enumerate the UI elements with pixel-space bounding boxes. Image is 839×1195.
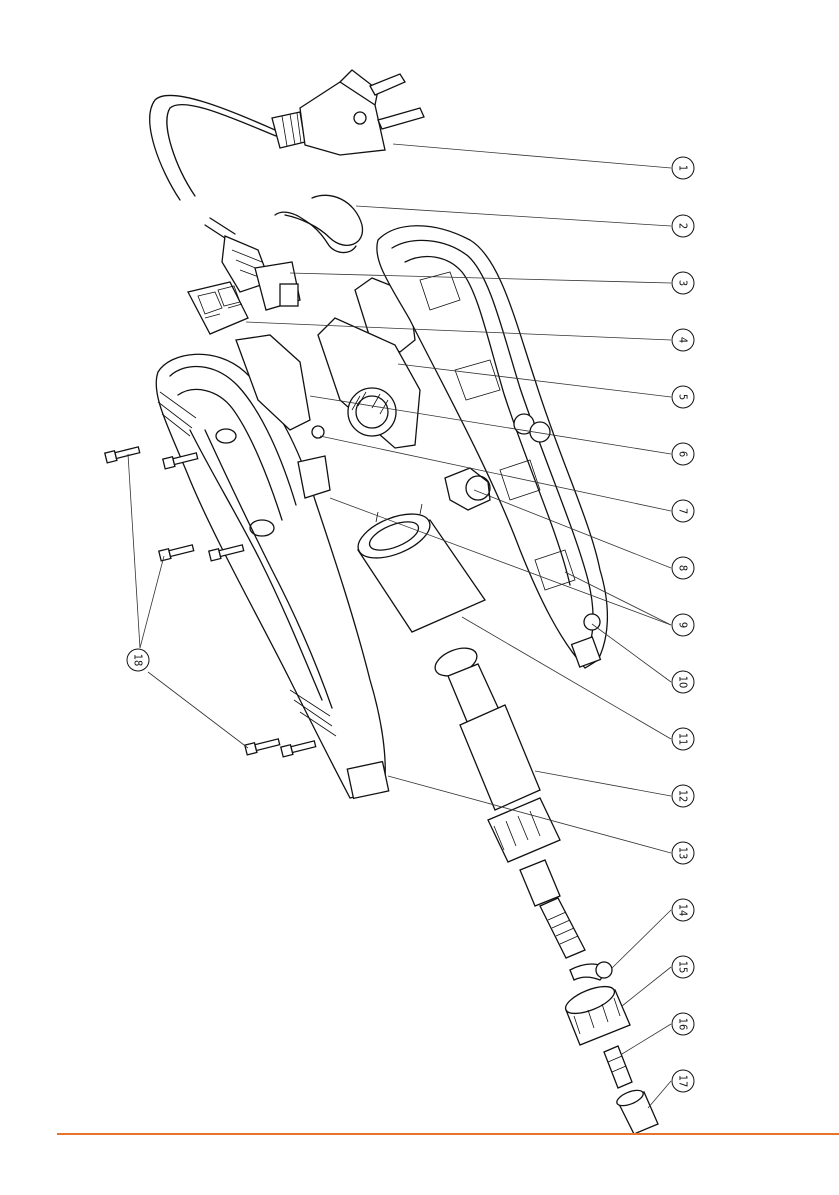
svg-text:6: 6 (677, 451, 690, 457)
callout-2: 2 (672, 215, 694, 237)
callout-12: 12 (672, 785, 694, 807)
callout-4: 4 (672, 329, 694, 351)
callout-8: 8 (672, 557, 694, 579)
svg-text:9: 9 (677, 622, 690, 628)
svg-text:5: 5 (677, 394, 690, 400)
svg-text:10: 10 (677, 676, 690, 689)
svg-text:1: 1 (677, 165, 690, 171)
svg-text:11: 11 (677, 733, 690, 746)
svg-text:7: 7 (677, 508, 690, 514)
svg-text:14: 14 (677, 904, 690, 917)
svg-text:8: 8 (677, 565, 690, 571)
callout-9: 9 (672, 614, 694, 636)
callout-1: 1 (672, 157, 694, 179)
svg-text:15: 15 (677, 961, 690, 974)
callout-13: 13 (672, 842, 694, 864)
svg-text:18: 18 (132, 654, 145, 667)
svg-text:4: 4 (677, 337, 690, 343)
svg-text:16: 16 (677, 1018, 690, 1031)
svg-text:2: 2 (677, 223, 690, 229)
callout-18: 18 (127, 649, 149, 671)
svg-text:12: 12 (677, 790, 690, 803)
callout-16: 16 (672, 1013, 694, 1035)
callout-14: 14 (672, 899, 694, 921)
svg-text:3: 3 (677, 280, 690, 286)
svg-text:13: 13 (677, 847, 690, 860)
callout-11: 11 (672, 728, 694, 750)
callout-17: 17 (672, 1070, 694, 1092)
callout-7: 7 (672, 500, 694, 522)
callout-3: 3 (672, 272, 694, 294)
callout-15: 15 (672, 956, 694, 978)
callout-5: 5 (672, 386, 694, 408)
footer-accent-rule (57, 1133, 839, 1135)
svg-text:17: 17 (677, 1075, 690, 1088)
callout-6: 6 (672, 443, 694, 465)
callout-10: 10 (672, 671, 694, 693)
